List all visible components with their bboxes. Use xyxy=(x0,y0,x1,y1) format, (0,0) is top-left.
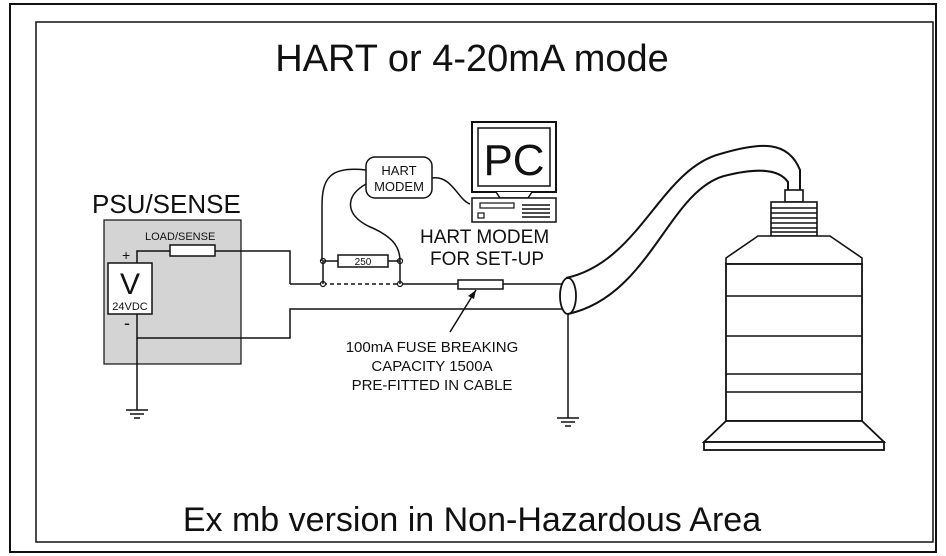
negative-return-wire xyxy=(137,308,568,339)
voltage-source xyxy=(107,262,153,315)
cable-gland xyxy=(559,277,577,315)
modem-lead-left xyxy=(321,168,367,261)
plus-terminal-label: + xyxy=(122,247,130,263)
pc-base-unit xyxy=(471,197,557,223)
fuse-icon xyxy=(457,279,504,290)
area-caption: Ex mb version in Non-Hazardous Area xyxy=(183,501,761,539)
ultrasonic-sensor-icon xyxy=(701,189,887,451)
ground-icon xyxy=(557,417,579,427)
load-sense-label: LOAD/SENSE xyxy=(145,231,215,243)
hart-setup-line2: FOR SET-UP xyxy=(430,249,544,270)
hart-setup-line1: HART MODEM xyxy=(420,227,549,248)
diagram-title: HART or 4-20mA mode xyxy=(275,38,669,80)
hart-modem-line1: HART xyxy=(381,163,416,178)
resistor-right-lead xyxy=(388,260,401,284)
ground-icon xyxy=(126,409,148,419)
inner-frame xyxy=(35,21,934,543)
load-sense-resistor xyxy=(169,244,216,257)
minus-terminal-label: - xyxy=(124,313,130,333)
cable-outer-lower xyxy=(567,169,789,315)
fuse-note-line1: 100mA FUSE BREAKING xyxy=(346,339,519,356)
load-to-circuit-wire xyxy=(215,250,291,284)
resistor-value: 250 xyxy=(355,257,372,268)
outer-frame xyxy=(9,3,937,553)
voltage-symbol: V xyxy=(120,268,140,301)
fuse-note-line3: PRE-FITTED IN CABLE xyxy=(352,377,513,394)
fuse-pointer-arrowhead xyxy=(468,290,476,299)
psu-heading: PSU/SENSE xyxy=(92,189,241,219)
modem-to-pc-cable xyxy=(431,177,471,205)
voltage-label: 24VDC xyxy=(112,301,148,313)
pc-label: PC xyxy=(483,136,544,185)
fuse-note-line2: CAPACITY 1500A xyxy=(371,358,492,375)
resistor-icon xyxy=(337,254,389,268)
cable-outer-upper xyxy=(565,144,801,279)
hart-modem-line2: MODEM xyxy=(374,179,424,194)
pc-monitor-icon xyxy=(471,121,557,199)
resistor-left-lead xyxy=(322,260,338,284)
modem-lead-right xyxy=(349,183,401,262)
psu-positive-wire xyxy=(136,250,170,263)
